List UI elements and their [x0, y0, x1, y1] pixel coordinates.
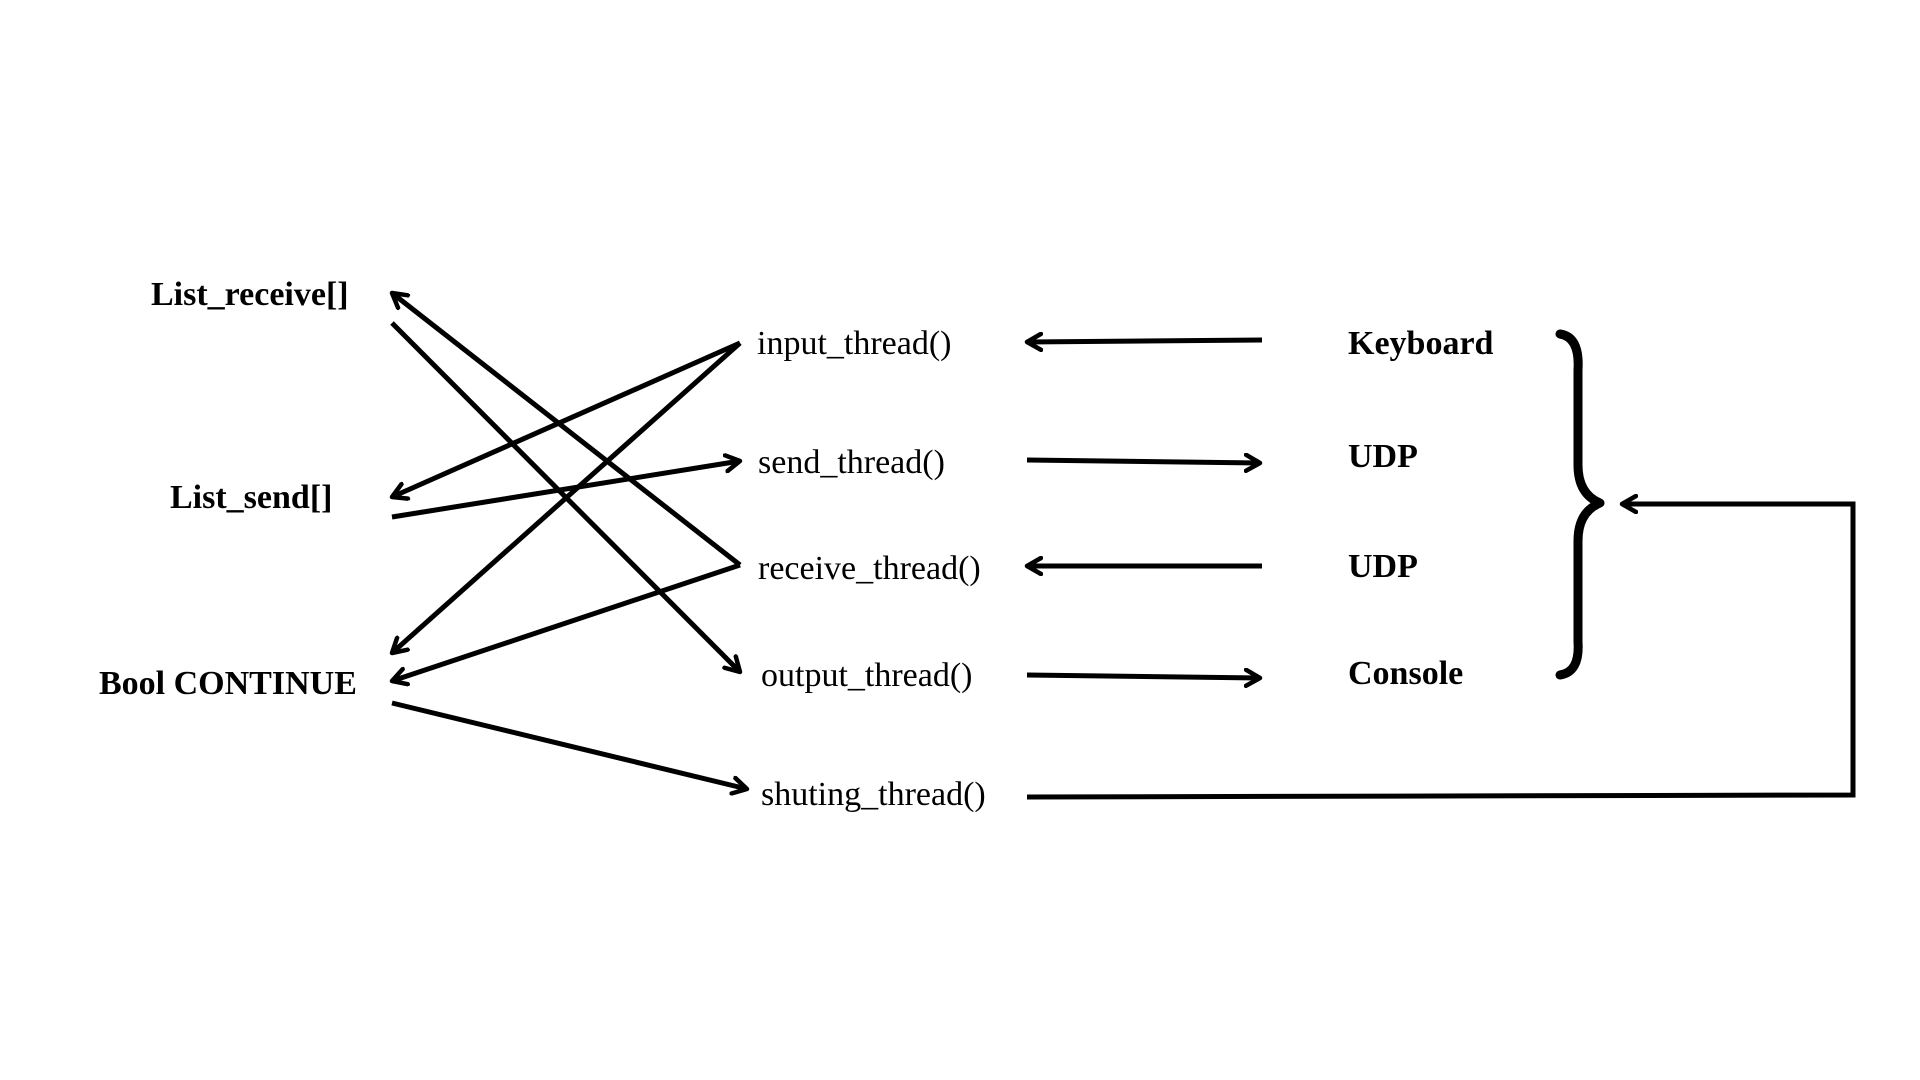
send-thread-label: send_thread()	[758, 444, 945, 481]
arrow-bool-continue-to-shuting-thread	[391, 700, 747, 789]
shuting-thread-label: shuting_thread()	[761, 776, 986, 813]
input-thread-label: input_thread()	[757, 325, 952, 362]
arrow-keyboard-to-input-thread	[1027, 340, 1263, 342]
arrow-input-thread-to-list-send	[392, 340, 742, 497]
arrow-receive-thread-to-bool-continue	[392, 562, 741, 681]
list-send-label: List_send[]	[170, 479, 333, 516]
arrow-send-thread-to-udp	[1026, 460, 1260, 463]
udp-receive-label: UDP	[1348, 548, 1418, 585]
arrow-receive-thread-to-list-receive	[392, 293, 742, 567]
arrow-output-thread-to-console	[1026, 675, 1260, 678]
io-group-brace	[1555, 329, 1605, 680]
arrow-input-thread-to-bool-continue	[392, 341, 742, 653]
arrow-list-send-to-send-thread	[391, 461, 740, 520]
receive-thread-label: receive_thread()	[758, 550, 981, 587]
udp-send-label: UDP	[1348, 438, 1418, 475]
arrow-shuting-thread-to-io-group	[1026, 504, 1856, 800]
output-thread-label: output_thread()	[761, 657, 973, 694]
console-label: Console	[1348, 655, 1464, 692]
keyboard-label: Keyboard	[1348, 325, 1494, 362]
bool-continue-label: Bool CONTINUE	[99, 665, 357, 702]
list-receive-label: List_receive[]	[151, 276, 349, 313]
